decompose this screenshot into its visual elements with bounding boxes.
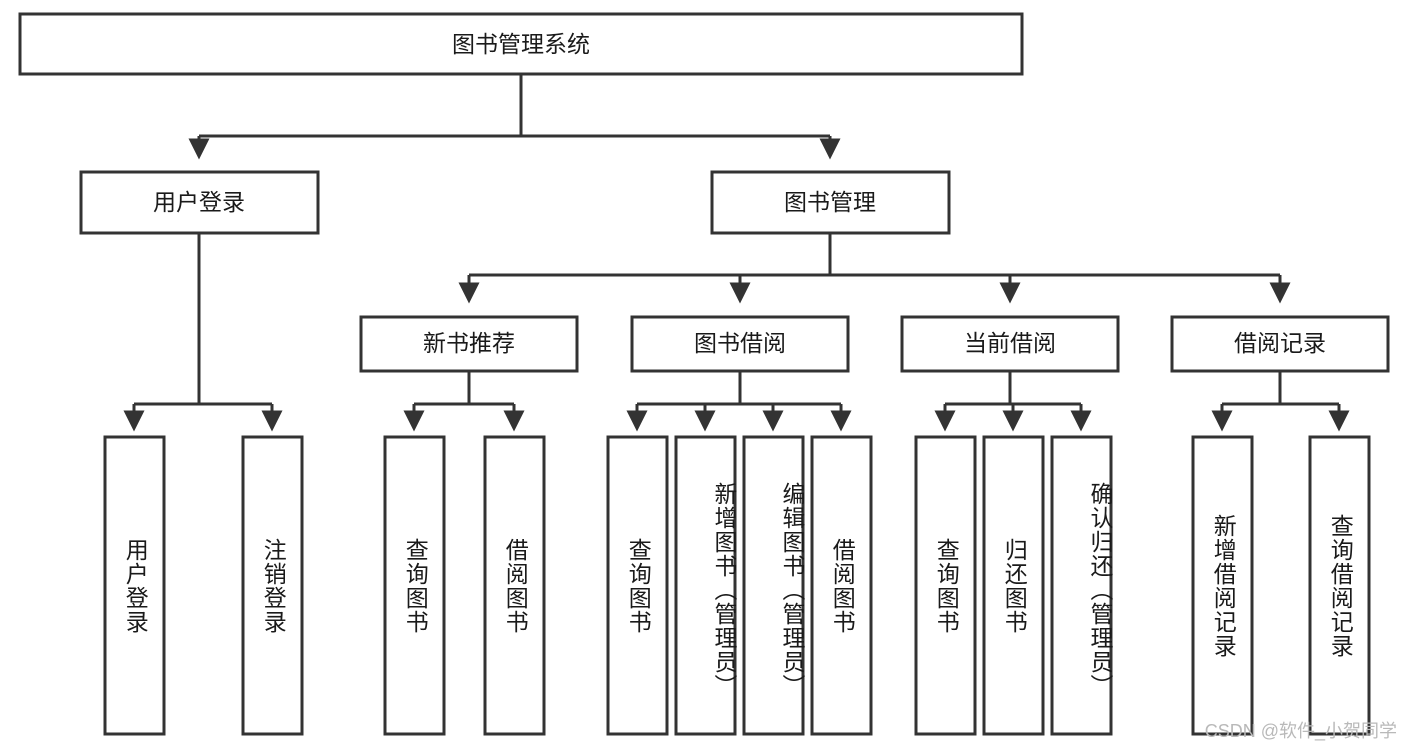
- node-leaf-borrow-book-1-box[interactable]: [483, 435, 546, 736]
- node-leaf-logout-login-box[interactable]: [241, 435, 304, 736]
- node-user-login-box[interactable]: [79, 170, 320, 235]
- node-root[interactable]: 图书管理系统: [18, 12, 1024, 76]
- node-book-manage-box[interactable]: [710, 170, 951, 235]
- node-book-borrow[interactable]: 图书借阅: [630, 315, 850, 373]
- node-root-box[interactable]: [18, 12, 1024, 76]
- node-root-label: 图书管理系统: [452, 31, 590, 57]
- node-leaf-add-book-box[interactable]: [674, 435, 737, 736]
- edge-group-current-borrow: [934, 371, 1092, 432]
- node-leaf-query-book-1-box[interactable]: [383, 435, 446, 736]
- node-leaf-user-login-box[interactable]: [103, 435, 166, 736]
- node-leaf-confirm-return-box[interactable]: [1050, 435, 1113, 736]
- node-book-borrow-box[interactable]: [630, 315, 850, 373]
- node-leaf-query-book-3-box[interactable]: [914, 435, 977, 736]
- node-current-borrow[interactable]: 当前借阅: [900, 315, 1120, 373]
- edge-group-book-borrow: [626, 371, 852, 432]
- edge-group-book-manage: [458, 233, 1291, 304]
- node-book-borrow-label: 图书借阅: [694, 330, 786, 356]
- edge-group-new-book-recommend: [403, 371, 525, 432]
- edge-group-user-login: [123, 233, 283, 432]
- node-borrow-record[interactable]: 借阅记录: [1170, 315, 1390, 373]
- csdn-watermark: CSDN @软件_小贺同学: [1204, 721, 1397, 741]
- node-leaf-query-book-2-box[interactable]: [606, 435, 669, 736]
- node-leaf-edit-book-box[interactable]: [742, 435, 805, 736]
- edge-group-borrow-record: [1211, 371, 1350, 432]
- node-book-manage-label: 图书管理: [784, 189, 876, 215]
- node-borrow-record-box[interactable]: [1170, 315, 1390, 373]
- node-current-borrow-label: 当前借阅: [964, 330, 1056, 356]
- node-borrow-record-label: 借阅记录: [1234, 330, 1326, 356]
- node-user-login-label: 用户登录: [153, 189, 245, 215]
- node-new-book-recommend-box[interactable]: [359, 315, 579, 373]
- node-leaf-add-record-box[interactable]: [1191, 435, 1254, 736]
- node-user-login[interactable]: 用户登录: [79, 170, 320, 235]
- node-new-book-recommend-label: 新书推荐: [423, 330, 515, 356]
- node-leaf-borrow-book-2-box[interactable]: [810, 435, 873, 736]
- node-current-borrow-box[interactable]: [900, 315, 1120, 373]
- edge-group-root: [188, 74, 841, 160]
- node-book-manage[interactable]: 图书管理: [710, 170, 951, 235]
- node-leaf-return-book-box[interactable]: [982, 435, 1045, 736]
- node-new-book-recommend[interactable]: 新书推荐: [359, 315, 579, 373]
- node-leaf-query-record-box[interactable]: [1308, 435, 1371, 736]
